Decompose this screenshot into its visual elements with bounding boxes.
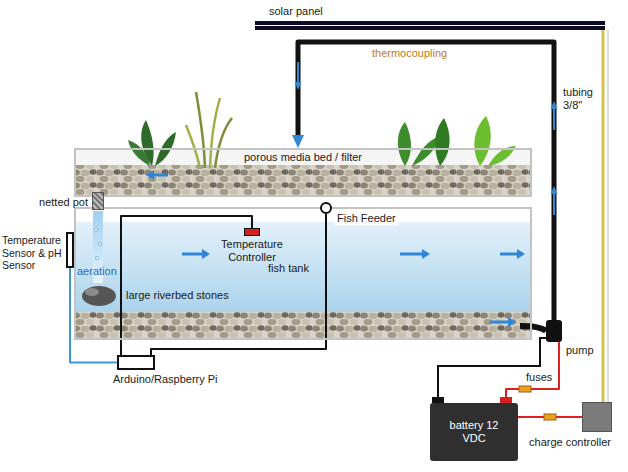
bed-label: porous media bed / filter	[76, 151, 530, 164]
plant-leaf	[474, 116, 490, 166]
microcontroller: Arduino/Raspberry Pi	[117, 355, 155, 370]
sensor-cable	[70, 268, 117, 363]
fish-tank: fish tankTemperature Controller	[74, 207, 532, 340]
pump-intake	[520, 326, 546, 331]
plant-leaf	[128, 140, 150, 166]
flow-arrow	[202, 249, 210, 259]
fuse-symbol	[544, 414, 556, 420]
solar-panel: solar panel	[255, 21, 605, 30]
feeder-label: Fish Feeder	[335, 212, 398, 225]
aeration-label: aeration	[77, 265, 117, 278]
tube-flow-arrow	[551, 101, 558, 109]
tube-size: tubing 3/8"	[563, 86, 599, 112]
grass-blade	[210, 98, 220, 168]
tube-flow-arrow	[553, 107, 555, 130]
panel-wire	[607, 30, 609, 402]
flow-arrow	[517, 249, 525, 259]
tank-water	[76, 222, 530, 314]
flow-arrow	[508, 317, 516, 327]
controller-label: Temperature Controller	[212, 238, 292, 264]
flow-arrow	[400, 253, 424, 256]
water-tube	[298, 42, 554, 320]
pump-label: pump	[566, 344, 594, 357]
battery: battery 12 VDC	[430, 403, 518, 461]
feeder-cable	[151, 214, 326, 355]
charge-controller: charge controller	[582, 402, 612, 432]
plant-leaf	[398, 122, 411, 166]
tube-flow-arrow	[297, 62, 299, 84]
ground-wire	[438, 338, 546, 397]
flow-arrow	[182, 253, 204, 256]
sensor-label: Temperature Sensor & pH Sensor	[2, 234, 64, 272]
bubble	[98, 242, 101, 245]
panel-wire	[602, 30, 605, 402]
flow-arrow	[422, 249, 430, 259]
pump: pump	[546, 320, 562, 342]
flow-arrow	[152, 174, 168, 177]
fish-feeder: Fish Feeder	[320, 202, 332, 214]
control-cable	[121, 216, 252, 355]
riverbed-stone	[85, 288, 99, 296]
media-bed: porous media bed / filter	[74, 148, 532, 197]
charge-controller-label: charge controller	[529, 436, 611, 449]
bed-gravel	[76, 165, 530, 195]
tank-gravel	[76, 312, 530, 338]
panel-label: solar panel	[269, 5, 323, 18]
bubble	[95, 256, 98, 259]
tank-label: fish tank	[268, 262, 309, 275]
stone-label: large riverbed stones	[126, 289, 229, 302]
plant-leaf	[435, 118, 450, 166]
controller-board-label: Arduino/Raspberry Pi	[113, 373, 218, 386]
flow-arrow	[146, 170, 154, 180]
tube-note: thermocoupling	[372, 47, 447, 60]
tube-flow-arrow	[295, 82, 302, 90]
flow-arrow	[490, 321, 510, 324]
connector-group	[70, 30, 603, 417]
pot-label: netted pot	[39, 196, 88, 209]
temperature-controller: Temperature Controller	[244, 228, 260, 236]
sensor-probe: Temperature Sensor & pH Sensor	[66, 232, 74, 268]
netted-pot: netted pot	[92, 192, 104, 210]
tube-flow-arrow	[553, 192, 555, 215]
riverbed-stone	[82, 286, 116, 306]
fuse-label: fuses	[526, 371, 552, 384]
battery-label: battery 12 VDC	[430, 419, 518, 445]
grass-blade	[186, 125, 200, 168]
tube-flow-arrow	[551, 186, 558, 194]
fuse-symbol	[519, 386, 531, 392]
bubble	[94, 228, 97, 231]
grass-blade	[215, 118, 232, 168]
flow-arrow	[500, 253, 519, 256]
power-wire	[506, 342, 559, 403]
